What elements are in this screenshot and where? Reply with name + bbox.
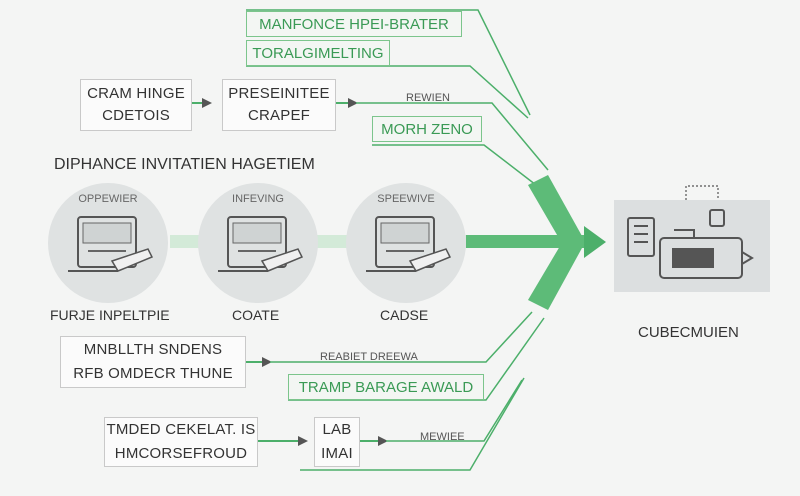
line-green-box-row2 xyxy=(288,317,545,401)
funnel-upper xyxy=(528,175,582,240)
destination-label: CUBECMUIEN xyxy=(638,324,739,341)
station-3-top-label: SPEEWIVE xyxy=(377,193,435,205)
arrowhead-row3-a xyxy=(298,436,308,446)
row1-left-line2: CDETOIS xyxy=(102,107,170,124)
line-green-box xyxy=(372,144,537,186)
row1-mid-line2: CRAPEF xyxy=(247,107,311,124)
top-title-box: MANFONCE HPEI-BRATER xyxy=(246,11,462,37)
row2-left-line2: RFB OMDECR THUNE xyxy=(73,365,233,382)
section-title: DIPHANCE INVITATIEN HAGETIEM xyxy=(54,156,315,173)
machine-icon xyxy=(366,216,452,272)
station-1-bottom-label: FURJE INPELTPIE xyxy=(50,307,170,323)
line-row3-to-hub xyxy=(386,379,523,442)
arrowhead-row1-b xyxy=(348,98,358,108)
arrowhead-row3-b xyxy=(378,436,388,446)
station-2-bottom-label: COATE xyxy=(232,307,280,323)
row1-left-box: CRAM HINGE CDETOIS xyxy=(80,79,192,131)
row2-green-text: TRAMP BARAGE AWALD xyxy=(298,378,474,396)
line-row2-to-hub xyxy=(270,311,533,363)
row3-left-line1: TMDED CEKELAT. IS xyxy=(106,421,256,438)
row1-edge-label: REWIEN xyxy=(406,92,450,104)
main-flow-band-strong xyxy=(466,235,590,248)
row1-mid-box: PRESEINITEE CRAPEF xyxy=(222,79,336,131)
row2-green-box: TRAMP BARAGE AWALD xyxy=(288,374,484,400)
station-2-top-label: INFEVING xyxy=(232,193,284,205)
top-title-text: MANFONCE HPEI-BRATER xyxy=(259,15,449,33)
line-top-subtitle xyxy=(246,65,529,119)
row3-edge-label: MEWIEE xyxy=(420,431,465,443)
station-1: OPPEWIER xyxy=(48,183,168,303)
station-3: SPEEWIVE xyxy=(346,183,466,303)
machine-icon xyxy=(68,216,154,272)
row3-mid-line1: LAB xyxy=(322,421,352,438)
machine-icon xyxy=(218,216,304,272)
arrowhead-row2-a xyxy=(262,357,272,367)
main-arrowhead xyxy=(584,226,606,258)
row1-left-line1: CRAM HINGE xyxy=(87,85,185,102)
row2-left-box: MNBLLTH SNDENS RFB OMDECR THUNE xyxy=(60,336,246,388)
dotted-connector xyxy=(685,185,719,216)
destination-panel xyxy=(614,200,770,292)
line-top-title xyxy=(246,9,531,116)
station-1-top-label: OPPEWIER xyxy=(78,193,138,205)
station-2: INFEVING xyxy=(198,183,318,303)
row3-left-box: TMDED CEKELAT. IS HMCORSEFROUD xyxy=(104,417,258,467)
destination-machine-icon xyxy=(627,209,754,279)
row3-mid-line2: IMAI xyxy=(321,445,353,462)
arrowhead-row1-a xyxy=(202,98,212,108)
line-row1-to-hub xyxy=(356,102,549,171)
line-row3-bottom xyxy=(300,377,525,471)
row1-green-box: MORH ZENO xyxy=(372,116,482,142)
row3-mid-box: LAB IMAI xyxy=(314,417,360,467)
top-subtitle-text: TORALGIMELTING xyxy=(252,44,384,62)
station-3-bottom-label: CADSE xyxy=(380,307,429,323)
row3-left-line2: HMCORSEFROUD xyxy=(114,445,248,462)
top-subtitle-box: TORALGIMELTING xyxy=(246,40,390,66)
funnel-lower xyxy=(528,246,582,310)
row1-green-text: MORH ZENO xyxy=(381,120,473,138)
row2-left-line1: MNBLLTH SNDENS xyxy=(83,341,223,358)
row1-mid-line1: PRESEINITEE xyxy=(228,85,330,102)
row2-edge-label: REABIET DREEWA xyxy=(320,351,418,363)
